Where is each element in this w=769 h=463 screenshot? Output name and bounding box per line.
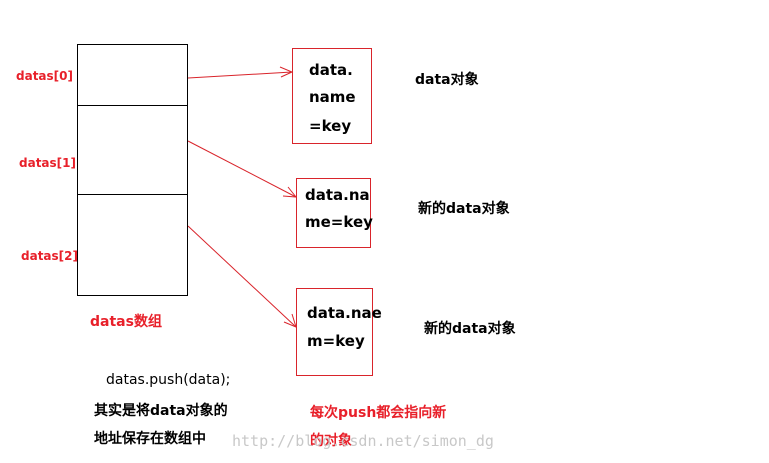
watermark-url: http://blog.csdn.net/simon_dg xyxy=(232,432,494,450)
note-line-2: 其实是将data对象的 xyxy=(94,403,228,419)
note-line-3: 地址保存在数组中 xyxy=(94,431,206,447)
arrow-1 xyxy=(187,140,297,198)
data-object-1-line-2: me=key xyxy=(305,213,373,231)
data-object-2-line-2: m=key xyxy=(307,332,365,350)
data-object-title-2: 新的data对象 xyxy=(424,321,516,337)
note-line-1: datas.push(data); xyxy=(106,372,231,388)
array-caption: datas数组 xyxy=(90,314,162,330)
array-index-label-0: datas[0] xyxy=(16,69,73,83)
data-object-0-line-2: name xyxy=(309,88,356,106)
datas-array-box xyxy=(77,44,188,296)
array-index-label-1: datas[1] xyxy=(19,156,76,170)
data-object-box-0: data. name =key xyxy=(292,48,372,144)
arrow-0 xyxy=(187,71,293,79)
red-note-line-2: 的对象 xyxy=(310,433,352,449)
array-index-label-2: datas[2] xyxy=(21,249,78,263)
arrow-2 xyxy=(187,225,297,328)
array-divider-1 xyxy=(78,105,187,106)
data-object-box-2: data.nae m=key xyxy=(296,288,382,376)
array-divider-2 xyxy=(78,194,187,195)
data-object-box-1: data.na me=key xyxy=(296,178,373,248)
data-object-2-line-1: data.nae xyxy=(307,304,382,322)
data-object-0-line-1: data. xyxy=(309,61,353,79)
data-object-1-line-1: data.na xyxy=(305,186,370,204)
data-object-0-line-3: =key xyxy=(309,117,352,135)
data-object-title-0: data对象 xyxy=(415,72,479,88)
data-object-title-1: 新的data对象 xyxy=(418,201,510,217)
red-note-line-1: 每次push都会指向新 xyxy=(310,405,447,421)
